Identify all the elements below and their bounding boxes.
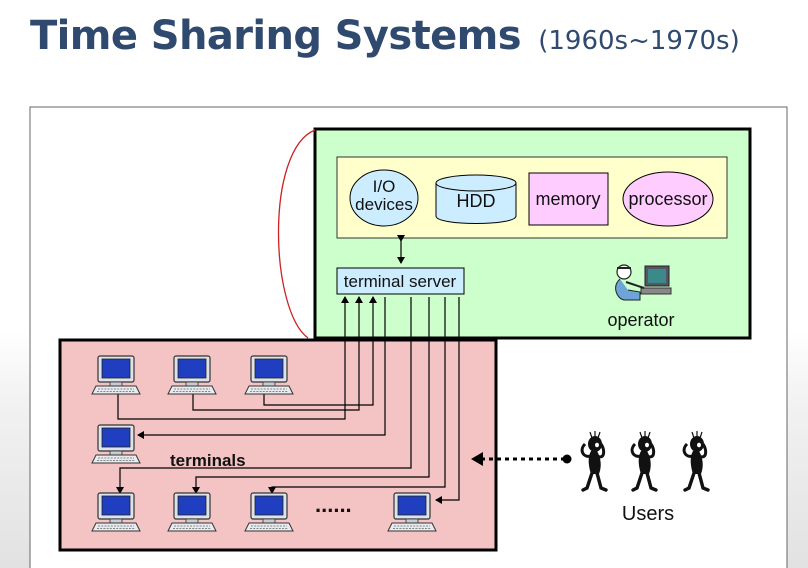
- monitor-terminal-icon: [167, 492, 217, 532]
- memory-node: memory: [528, 172, 609, 226]
- users-arrow-dot: [562, 454, 572, 464]
- processor-node: processor: [622, 171, 714, 227]
- slide-title: Time Sharing Systems (1960s~1970s): [30, 8, 740, 69]
- monitor-terminal-icon: [91, 355, 141, 395]
- io-devices-label-line2: devices: [355, 195, 413, 214]
- io-devices-label-line1: I/O: [373, 177, 396, 196]
- monitor-terminal-icon: [244, 492, 294, 532]
- terminals-ellipsis: ......: [315, 492, 352, 517]
- title-text: Time Sharing Systems: [30, 13, 522, 59]
- hdd-label: HDD: [457, 191, 496, 211]
- hdd-node: HDD: [435, 174, 517, 224]
- io-devices-node: I/O devices: [349, 169, 419, 227]
- monitor-terminal-icon: [244, 355, 294, 395]
- title-subtitle: (1960s~1970s): [538, 26, 740, 56]
- processor-label: processor: [628, 189, 707, 209]
- users-label: Users: [622, 503, 674, 525]
- terminal-server-label: terminal server: [344, 272, 457, 291]
- connection-curve: [277, 129, 316, 339]
- monitor-terminal-icon: [91, 492, 141, 532]
- operator-label: operator: [607, 310, 674, 330]
- terminal-server-node: terminal server: [336, 267, 465, 295]
- terminal-connections: [116, 296, 460, 504]
- users-arrow-head: [471, 452, 483, 466]
- memory-label: memory: [535, 189, 600, 209]
- operator-at-computer-icon: [615, 264, 672, 301]
- terminals-label: terminals: [170, 451, 246, 470]
- monitor-terminal-icon: [91, 424, 141, 464]
- monitor-terminal-icon: [167, 355, 217, 395]
- monitor-terminal-icon: [387, 492, 437, 532]
